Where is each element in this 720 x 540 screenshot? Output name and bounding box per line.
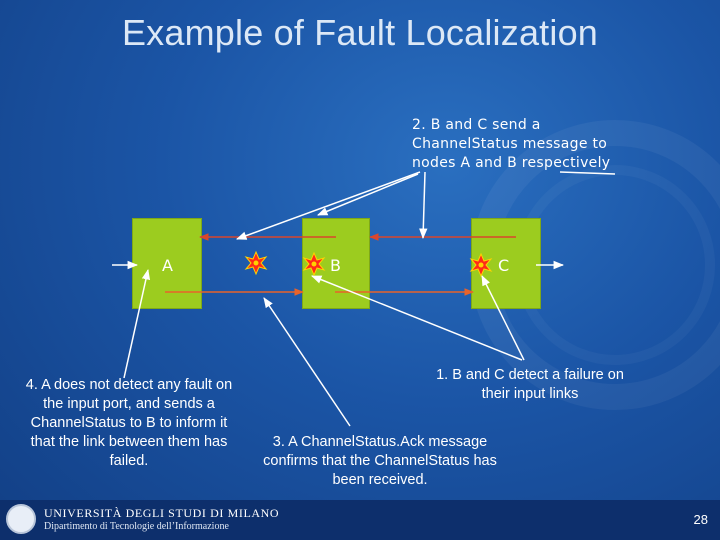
callout-step2-to-a — [236, 171, 421, 240]
node-b-label: B — [330, 256, 341, 275]
note-step4-line: 4. A does not detect any fault on — [25, 377, 233, 393]
node-c-label: C — [498, 256, 510, 275]
note-step1-line: their input links — [481, 386, 579, 402]
note-step1-line: 1. B and C detect a failure on — [436, 367, 624, 383]
callout-step3 — [263, 297, 351, 427]
callout-step2-to-b — [317, 173, 419, 216]
callout-step2-to-c — [419, 171, 428, 240]
note-step3-line: confirms that the ChannelStatus has — [263, 453, 497, 469]
note-step2-line: ChannelStatus message to — [412, 136, 608, 152]
note-step3: 3. A ChannelStatus.Ack message confirms … — [240, 433, 520, 490]
university-seal-icon — [6, 504, 36, 534]
note-step1: 1. B and C detect a failure on their inp… — [420, 366, 640, 404]
note-step4-line: that the link between them has — [30, 434, 228, 450]
node-a-label: A — [162, 256, 173, 275]
callout-step1-to-c — [481, 275, 525, 361]
burst-icon — [244, 250, 268, 276]
callout-step2-up — [559, 171, 616, 175]
slide-title: Example of Fault Localization — [121, 12, 599, 53]
note-step4-line: failed. — [109, 453, 149, 469]
callout-step4 — [123, 268, 151, 379]
note-step2-line: nodes A and B respectively — [412, 155, 611, 171]
footer-bar — [0, 500, 720, 540]
note-step3-line: been received. — [332, 472, 428, 488]
department-name: Dipartimento di Tecnologie dell’Informaz… — [44, 521, 229, 532]
note-step2: 2. B and C send a ChannelStatus message … — [412, 116, 610, 173]
note-step4-line: ChannelStatus to B to inform it — [30, 415, 228, 431]
note-step4: 4. A does not detect any fault on the in… — [4, 376, 254, 471]
note-step3-line: 3. A ChannelStatus.Ack message — [272, 434, 488, 450]
note-step2-line: 2. B and C send a — [412, 117, 541, 133]
burst-icon — [469, 252, 493, 278]
burst-icon — [302, 251, 326, 277]
university-name: UNIVERSITÀ DEGLI STUDI DI MILANO — [44, 506, 280, 520]
note-step4-line: the input port, and sends a — [43, 396, 215, 412]
page-number: 28 — [693, 512, 708, 527]
callout-step1-to-b — [311, 275, 523, 361]
